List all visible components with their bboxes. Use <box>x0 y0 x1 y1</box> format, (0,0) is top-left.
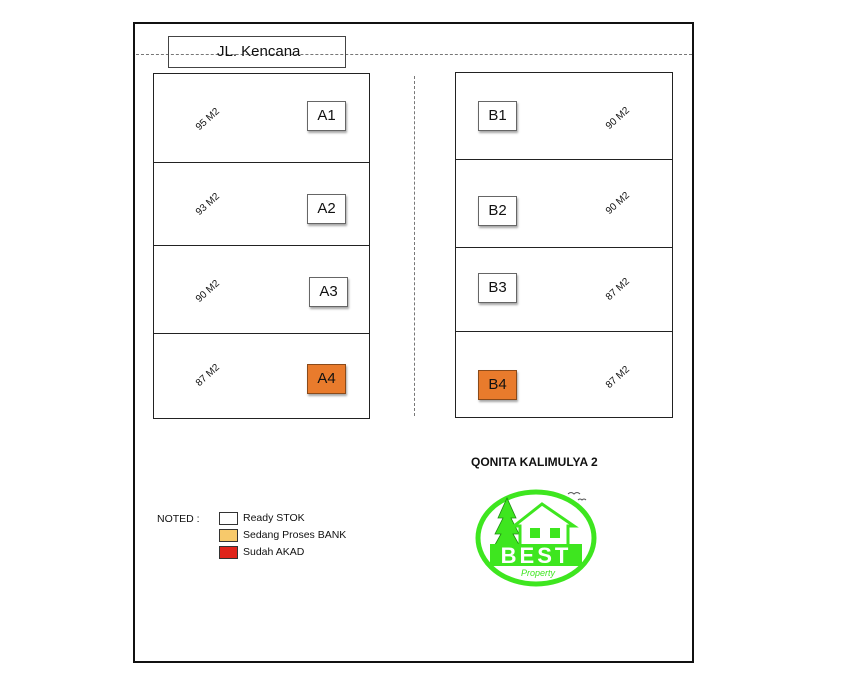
lot-a4[interactable]: 87 M2 A4 <box>154 334 369 420</box>
lot-b2[interactable]: B2 90 M2 <box>456 160 672 248</box>
logo-word: BEST <box>501 543 572 568</box>
lot-area: 95 M2 <box>193 106 222 133</box>
lot-area: 90 M2 <box>193 278 222 305</box>
street-label: JL. Kencana <box>168 36 346 68</box>
lot-a2[interactable]: 93 M2 A2 <box>154 163 369 246</box>
lot-a3[interactable]: 90 M2 A3 <box>154 246 369 334</box>
legend-label: NOTED : <box>157 513 200 525</box>
lot-tag[interactable]: B4 <box>478 370 517 400</box>
lot-b3[interactable]: B3 87 M2 <box>456 248 672 332</box>
lot-tag[interactable]: A1 <box>307 101 346 131</box>
lot-area: 87 M2 <box>193 362 222 389</box>
house-icon <box>509 502 579 548</box>
legend-swatch <box>219 512 238 525</box>
logo-sub: Property <box>521 568 556 578</box>
lot-tag[interactable]: A4 <box>307 364 346 394</box>
logo-ring <box>475 489 597 587</box>
lot-area: 90 M2 <box>603 190 632 217</box>
lot-tag[interactable]: B2 <box>478 196 517 226</box>
block-b: B1 90 M2 B2 90 M2 B3 87 M2 B4 87 M2 <box>455 72 673 418</box>
lot-tag[interactable]: A2 <box>307 194 346 224</box>
legend-swatch <box>219 546 238 559</box>
lot-b1[interactable]: B1 90 M2 <box>456 73 672 160</box>
legend-text: Sedang Proses BANK <box>243 529 347 541</box>
lot-area: 93 M2 <box>193 191 222 218</box>
lot-a1[interactable]: 95 M2 A1 <box>154 74 369 163</box>
lot-tag[interactable]: B1 <box>478 101 517 131</box>
best-property-logo: BEST Property <box>475 489 597 587</box>
bird-icons <box>567 492 587 501</box>
site-plan-frame <box>133 22 694 663</box>
lot-area: 87 M2 <box>603 276 632 303</box>
legend-text: Ready STOK <box>243 512 305 524</box>
project-title: QONITA KALIMULYA 2 <box>471 455 598 469</box>
logo-banner <box>490 544 582 566</box>
road-line <box>136 54 692 55</box>
legend-text: Sudah AKAD <box>243 546 305 558</box>
center-divider <box>414 76 415 416</box>
block-a: 95 M2 A1 93 M2 A2 90 M2 A3 87 M2 A4 <box>153 73 370 419</box>
lot-b4[interactable]: B4 87 M2 <box>456 332 672 419</box>
legend-swatch <box>219 529 238 542</box>
lot-area: 90 M2 <box>603 105 632 132</box>
lot-tag[interactable]: A3 <box>309 277 348 307</box>
lot-area: 87 M2 <box>603 364 632 391</box>
lot-tag[interactable]: B3 <box>478 273 517 303</box>
